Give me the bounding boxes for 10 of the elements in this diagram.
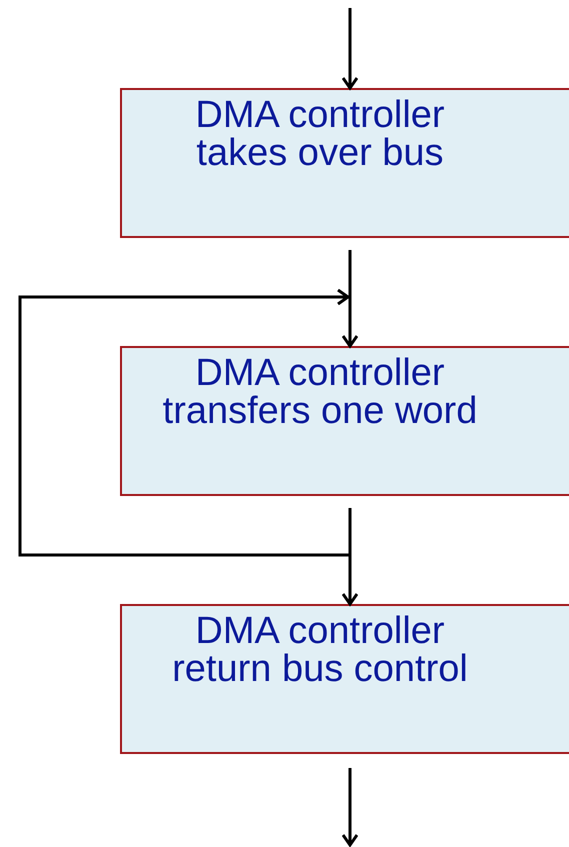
box-text: DMA controller transfers one word bbox=[162, 354, 478, 430]
arrow bbox=[342, 250, 358, 348]
arrow bbox=[342, 8, 358, 90]
process-box bbox=[120, 346, 569, 496]
arrow bbox=[342, 768, 358, 846]
process-box bbox=[120, 88, 569, 238]
process-box bbox=[120, 604, 569, 754]
box-text: DMA controller return bus control bbox=[171, 612, 469, 688]
box-text: DMA controller takes over bus bbox=[194, 96, 446, 172]
arrow bbox=[18, 288, 352, 556]
